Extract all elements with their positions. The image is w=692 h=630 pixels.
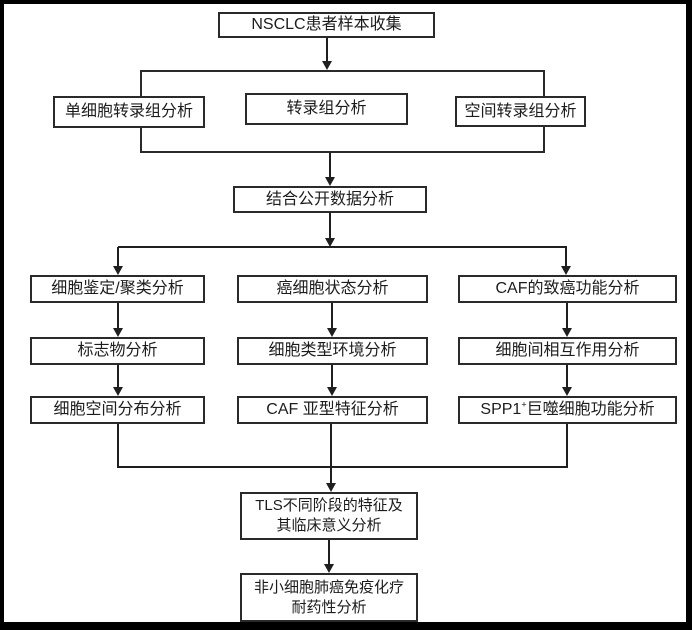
connector-tls-to-final xyxy=(328,540,330,564)
node-single-cell-transcriptome: 单细胞转录组分析 xyxy=(53,96,205,128)
arrowhead xyxy=(113,266,123,275)
node-cell-interaction: 细胞间相互作用分析 xyxy=(458,337,677,365)
spp1-label: SPP1+巨噬细胞功能分析 xyxy=(480,400,655,419)
connector-branch-to-col3 xyxy=(565,247,567,267)
connector-col3-row2-row3 xyxy=(566,365,568,388)
arrowhead xyxy=(561,266,571,275)
node-transcriptome: 转录组分析 xyxy=(245,93,408,125)
connector-top-to-methods xyxy=(326,38,328,62)
connector-col1-row2-row3 xyxy=(117,365,119,388)
arrowhead xyxy=(327,328,337,337)
connector-col2-row1-row2 xyxy=(331,303,333,329)
connector-col2-row2-row3 xyxy=(331,365,333,388)
connector-methods-to-merge xyxy=(329,153,331,178)
node-cancer-cell-state: 癌细胞状态分析 xyxy=(237,275,428,303)
superscript-plus: + xyxy=(521,400,527,411)
final-line1: 非小细胞肺癌免疫化疗 xyxy=(253,578,404,596)
arrowhead xyxy=(325,238,335,247)
arrowhead xyxy=(322,61,332,70)
arrowhead xyxy=(113,328,123,337)
final-line2: 耐药性分析 xyxy=(291,598,367,616)
node-cell-type-environment: 细胞类型环境分析 xyxy=(237,337,428,365)
node-nsclc-sample-collection: NSCLC患者样本收集 xyxy=(218,12,435,38)
connector-converge-to-tls xyxy=(330,424,332,483)
node-spatial-transcriptome: 空间转录组分析 xyxy=(455,96,586,127)
connector-col1-row1-row2 xyxy=(117,303,119,329)
arrowhead xyxy=(326,483,336,492)
node-spp1-macrophage-function: SPP1+巨噬细胞功能分析 xyxy=(458,396,677,424)
node-marker-analysis: 标志物分析 xyxy=(30,337,205,365)
arrowhead xyxy=(562,328,572,337)
tls-line1: TLS不同阶段的特征及 xyxy=(255,497,403,514)
node-tls-stage-analysis: TLS不同阶段的特征及 其临床意义分析 xyxy=(240,492,418,540)
node-cell-identification-clustering: 细胞鉴定/聚类分析 xyxy=(30,275,205,303)
connector-col3-down xyxy=(566,424,568,468)
branch-line-top xyxy=(118,246,567,248)
connector-branch-to-col1 xyxy=(117,247,119,267)
arrowhead xyxy=(113,387,123,396)
arrowhead xyxy=(327,387,337,396)
node-caf-oncogenic-function: CAF的致癌功能分析 xyxy=(458,275,677,303)
connector-col3-row1-row2 xyxy=(566,303,568,329)
node-public-data-integration: 结合公开数据分析 xyxy=(233,186,427,213)
branch-line-bottom xyxy=(117,466,568,468)
connector-col1-down xyxy=(117,424,119,468)
node-nsclc-immunochemo-resistance: 非小细胞肺癌免疫化疗 耐药性分析 xyxy=(240,573,418,622)
node-caf-subtype-feature: CAF 亚型特征分析 xyxy=(237,396,428,424)
node-cell-spatial-distribution: 细胞空间分布分析 xyxy=(30,396,205,424)
arrowhead xyxy=(324,564,334,573)
connector-merge-to-branch xyxy=(329,213,331,239)
tls-line2: 其临床意义分析 xyxy=(276,517,382,534)
arrowhead xyxy=(325,177,335,186)
arrowhead xyxy=(562,387,572,396)
